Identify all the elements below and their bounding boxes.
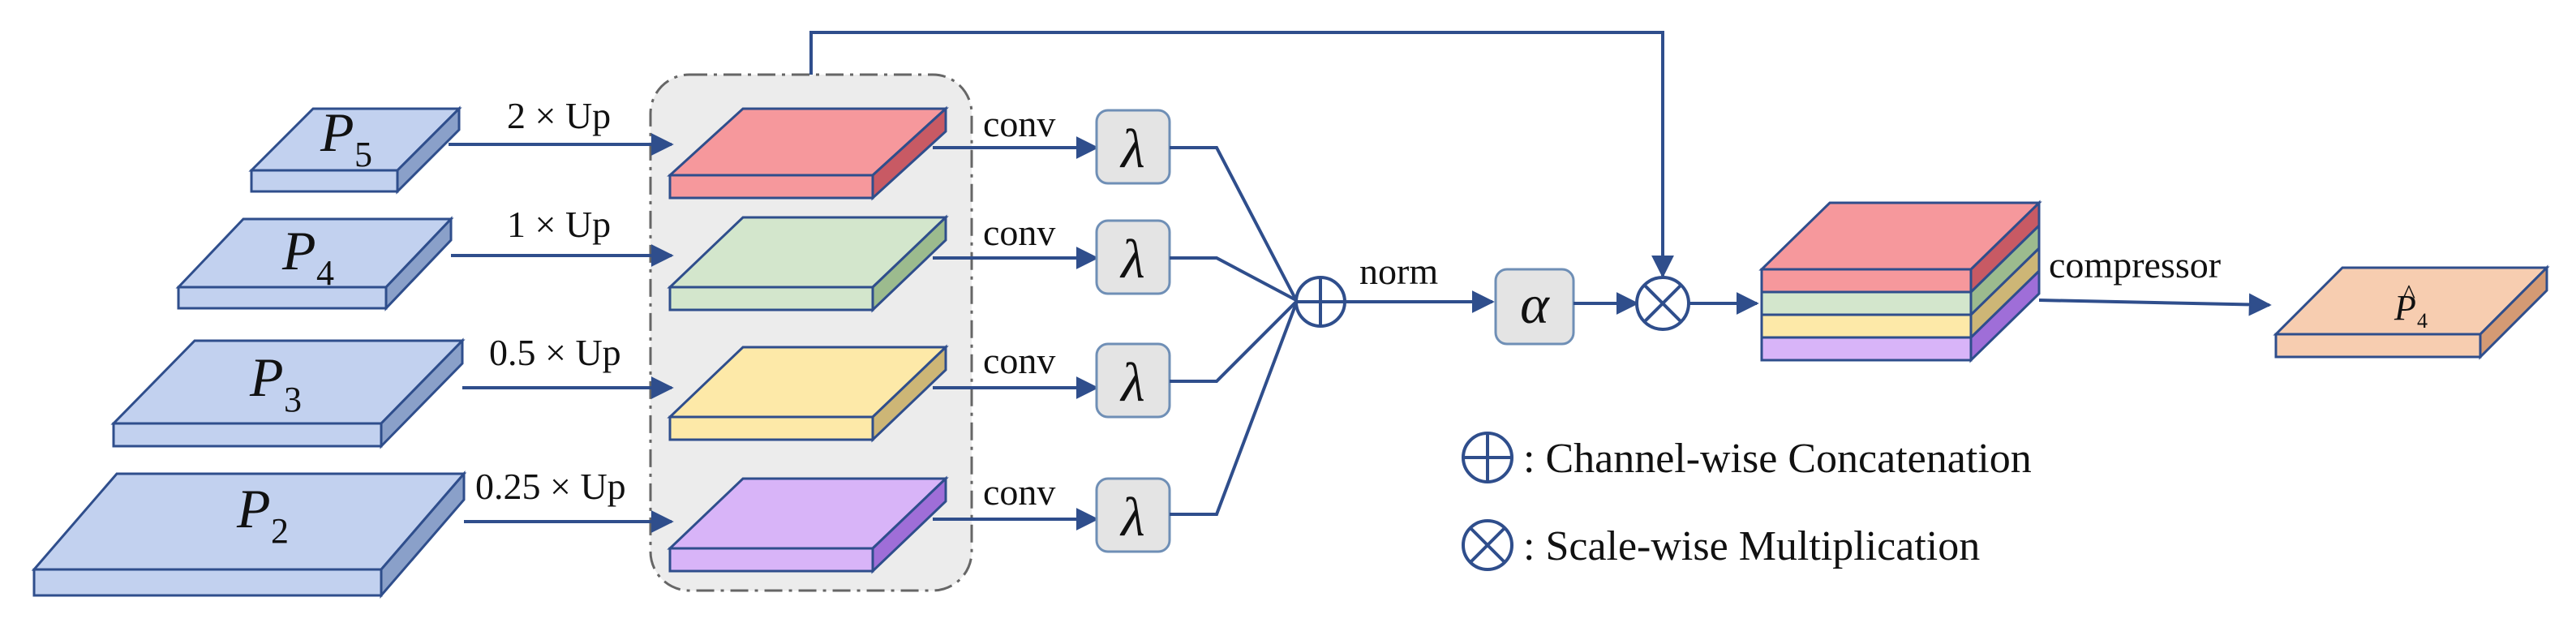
svg-text:λ: λ — [1119, 486, 1144, 548]
scale-label-p5: 2 × Up — [507, 95, 611, 136]
compressor-arrow — [2038, 293, 2272, 316]
alpha-weight: α — [1494, 268, 1575, 346]
p3-label: P — [249, 346, 284, 408]
input-feature-p3: P 3 — [110, 337, 466, 449]
conv-label-3: conv — [983, 340, 1055, 381]
legend-concat-text: : Channel-wise Concatenation — [1523, 436, 2032, 482]
p4-label: P — [281, 220, 316, 281]
legend-mult-text: : Scale-wise Multiplication — [1523, 523, 1980, 569]
norm-label: norm — [1359, 251, 1438, 292]
stacked-feature-block — [1758, 200, 2042, 363]
merge-line-1 — [1170, 146, 1298, 301]
input-feature-p5: P 5 — [248, 101, 462, 195]
svg-text:λ: λ — [1119, 228, 1144, 290]
p2-subscript: 2 — [271, 511, 289, 551]
lambda-weight-2: λ — [1095, 219, 1171, 295]
upsampled-feature-yellow — [667, 344, 949, 443]
p5-label: P — [320, 101, 354, 163]
legend-concat-icon — [1462, 432, 1513, 483]
upsampled-feature-red — [667, 105, 949, 201]
upsampled-feature-purple — [667, 475, 949, 574]
scale-label-p4: 1 × Up — [507, 204, 611, 245]
lambda-weight-1: λ — [1095, 109, 1171, 185]
legend-mult: : Scale-wise Multiplication — [1462, 519, 1980, 571]
output-hat: ^ — [2402, 280, 2415, 310]
merge-line-3 — [1170, 300, 1298, 383]
scale-label-p2: 0.25 × Up — [475, 466, 626, 507]
p4-subscript: 4 — [316, 253, 334, 293]
p5-subscript: 5 — [354, 135, 372, 174]
fusion-panel — [649, 73, 973, 592]
input-feature-p2: P 2 — [31, 470, 467, 599]
conv-label-2: conv — [983, 212, 1055, 253]
upsampled-feature-green — [667, 214, 949, 313]
scale-label-p3: 0.5 × Up — [489, 332, 621, 373]
conv-label-1: conv — [983, 103, 1055, 144]
merge-line-4 — [1170, 303, 1298, 516]
p3-subscript: 3 — [284, 380, 302, 419]
legend-concat: : Channel-wise Concatenation — [1462, 432, 2032, 483]
input-feature-p4: P 4 — [175, 216, 454, 312]
conv-label-4: conv — [983, 471, 1055, 513]
compressor-label: compressor — [2049, 244, 2221, 286]
output-subscript: 4 — [2417, 309, 2428, 333]
output-label: P — [2394, 288, 2416, 328]
concat-node-icon — [1294, 276, 1346, 328]
svg-text:λ: λ — [1119, 351, 1144, 413]
output-feature-p4-hat: ^ P 4 — [2273, 264, 2550, 360]
skip-connection-line — [809, 31, 1674, 278]
svg-text:α: α — [1520, 273, 1550, 335]
mult-node-icon — [1635, 276, 1690, 331]
svg-text:λ: λ — [1119, 118, 1144, 179]
lambda-weight-4: λ — [1095, 477, 1171, 553]
p2-label: P — [236, 478, 271, 539]
lambda-weight-3: λ — [1095, 342, 1171, 419]
legend-mult-icon — [1462, 519, 1513, 571]
merge-line-2 — [1170, 256, 1297, 302]
